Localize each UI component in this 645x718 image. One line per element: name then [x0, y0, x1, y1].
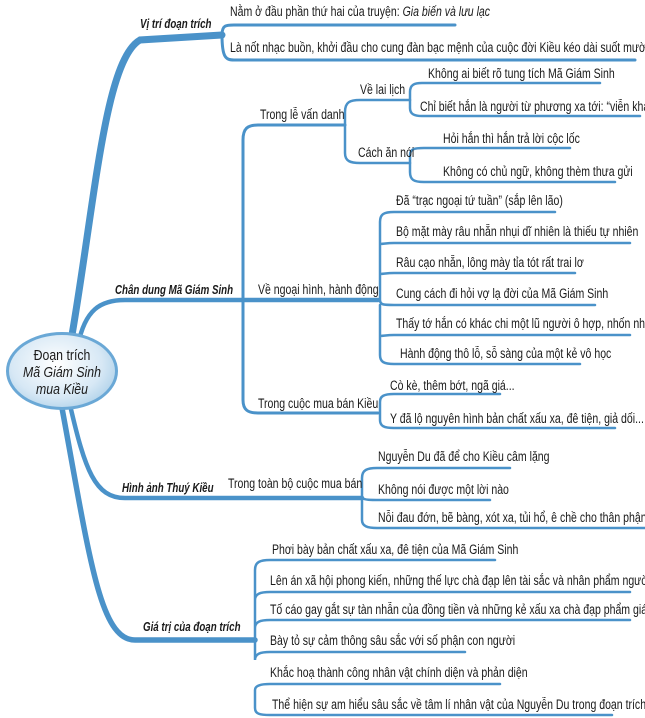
- leaf-item: Bộ mặt mày râu nhẵn nhụi dĩ nhiên là thi…: [396, 224, 639, 239]
- bracket-ngoai-hinh: [378, 210, 632, 366]
- leaf-item: Lên án xã hội phong kiến, những thế lực …: [270, 573, 645, 588]
- bracket-mua-ban: [378, 392, 617, 430]
- branch-label-chan-dung: Chân dung Mã Giám Sinh: [115, 283, 234, 297]
- branch-label-vi-tri: Vị trí đoạn trích: [140, 17, 212, 31]
- leaf-item: Hành động thô lỗ, sỗ sàng của một kẻ vô …: [400, 346, 612, 361]
- root-line-1: Đoạn trích: [33, 347, 91, 364]
- leaf-item: Cung cách đi hỏi vợ lạ đời của Mã Giám S…: [396, 286, 609, 301]
- leaf-item: Hỏi hắn thì hắn trả lời cộc lốc: [443, 131, 580, 146]
- bracket-branch-2: [241, 123, 380, 415]
- bracket-toan-bo: [360, 466, 645, 530]
- sub-label: Trong cuộc mua bán Kiều: [258, 396, 379, 411]
- branch-label-hinh-anh: Hình ảnh Thuý Kiều: [122, 481, 214, 495]
- leaf-item: Tố cáo gay gắt sự tàn nhẫn của đồng tiền…: [270, 602, 645, 617]
- bracket-le-van-danh: [343, 98, 412, 165]
- trunk-branch-3: [67, 402, 365, 501]
- leaf-item: Không có chủ ngữ, không thèm thưa gửi: [443, 164, 633, 179]
- leaf-item: Nằm ở đầu phần thứ hai của truyện: Gia b…: [230, 4, 490, 20]
- leaf-item: Là nốt nhạc buồn, khởi đầu cho cung đàn …: [230, 40, 645, 55]
- branch-label-gia-tri: Giá trị của đoạn trích: [143, 620, 241, 634]
- root-line-3: mua Kiều: [36, 381, 88, 398]
- leaf-item: Bày tỏ sự cảm thông sâu sắc với số phận …: [270, 633, 516, 648]
- leaf-item: Không ai biết rõ tung tích Mã Giám Sinh: [428, 66, 615, 81]
- leaf-item: Nguyễn Du đã để cho Kiều câm lặng: [378, 449, 550, 464]
- leaf-italic-text: Gia biến và lưu lạc: [402, 4, 491, 19]
- leaf-item: Cò kè, thêm bớt, ngã giá...: [390, 378, 515, 393]
- leaf-item: Đã “trạc ngoại tứ tuần” (sắp lên lão): [396, 193, 563, 208]
- trunk-branch-4: [59, 405, 258, 643]
- sub-label: Trong lễ vấn danh: [260, 107, 345, 122]
- leaf-item: Nỗi đau đớn, bẽ bàng, xót xa, tủi hổ, ê …: [378, 510, 645, 525]
- leaf-text: Nằm ở đầu phần thứ hai của truyện:: [230, 4, 403, 19]
- group-label: Về lai lịch: [360, 82, 406, 97]
- leaf-item: Y đã lộ nguyên hình bản chất xấu xa, đê …: [390, 411, 644, 426]
- sub-label: Về ngoại hình, hành động: [258, 282, 379, 297]
- root-node: Đoạn trích Mã Giám Sinh mua Kiều: [6, 332, 118, 410]
- bracket-gia-tri: [253, 558, 632, 717]
- bracket-lai-lich: [408, 81, 642, 118]
- leaf-item: Chỉ biết hắn là người từ phương xa tới: …: [420, 99, 645, 114]
- bracket-cach-an-noi: [408, 146, 617, 184]
- trunk-branch-1: [68, 31, 226, 339]
- leaf-item: Khắc hoạ thành công nhân vật chính diện …: [270, 665, 528, 680]
- leaf-item: Thể hiện sự am hiểu sâu sắc về tâm lí nh…: [272, 697, 645, 712]
- leaf-item: Thấy tớ hắn có khác chi một lũ người ô h…: [396, 316, 645, 331]
- leaf-item: Phơi bày bản chất xấu xa, đê tiện của Mã…: [272, 542, 519, 557]
- bracket-branch-1: [220, 23, 637, 62]
- leaf-item: Không nói được một lời nào: [378, 482, 509, 497]
- group-label: Cách ăn nói: [358, 145, 415, 160]
- sub-label: Trong toàn bộ cuộc mua bán: [228, 476, 363, 491]
- root-line-2: Mã Giám Sinh: [23, 364, 101, 381]
- leaf-item: Râu cạo nhẵn, lông mày tỉa tót rất trai …: [396, 255, 584, 270]
- trunk-branch-2: [75, 297, 381, 348]
